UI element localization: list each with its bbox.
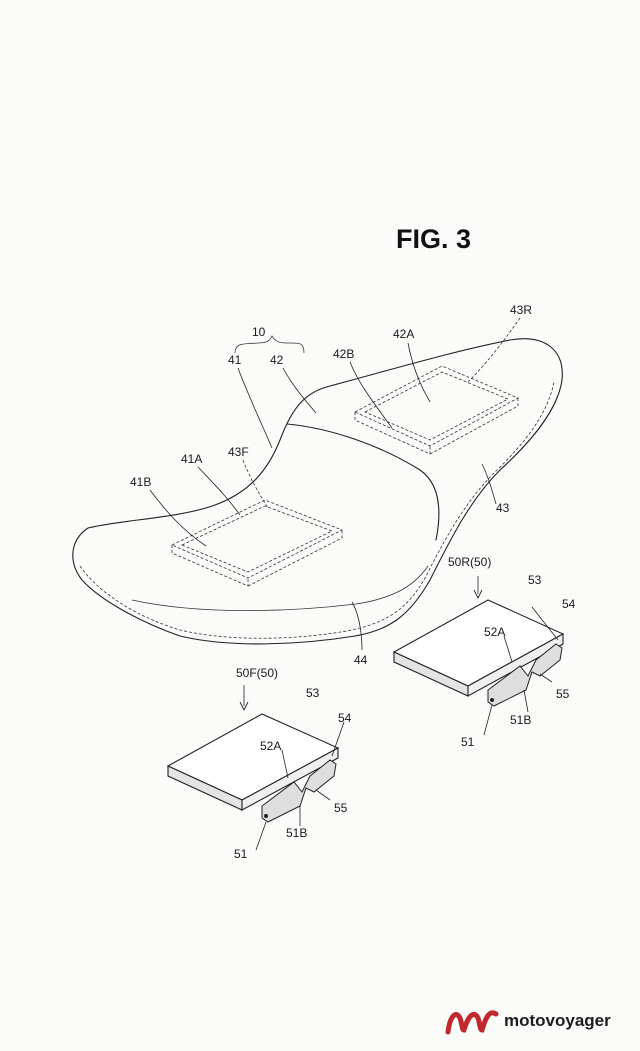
leader-43F [242, 459, 269, 509]
label-41A: 41A [181, 452, 202, 466]
label-42B: 42B [333, 347, 354, 361]
label-52AF: 52A [260, 739, 281, 753]
bracket-10 [234, 335, 305, 354]
motovoyager-logo-icon [445, 1010, 499, 1035]
seat-lower-dashed-edge [79, 381, 555, 639]
label-42A: 42A [393, 327, 414, 341]
label-53R: 53 [528, 573, 542, 587]
leader-51R [483, 704, 493, 736]
label-55R: 55 [556, 687, 570, 701]
leader-54R [531, 606, 559, 641]
leader-41B [149, 489, 207, 547]
seat-drawing [72, 317, 563, 651]
seat-split-line [286, 423, 440, 541]
leader-44 [351, 601, 363, 651]
label-43R: 43R [510, 303, 532, 317]
leader-54F [331, 721, 345, 757]
leader-42 [282, 367, 317, 414]
front-bracket [261, 759, 337, 823]
label-51R: 51 [461, 735, 475, 749]
watermark: motovoyager [444, 1006, 611, 1036]
rear-box-side [467, 633, 564, 697]
leader-51F [255, 821, 267, 851]
label-41B: 41B [130, 475, 151, 489]
label-42: 42 [270, 353, 284, 367]
leader-43R [467, 317, 521, 383]
rear-pad [354, 365, 519, 455]
label-51BR: 51B [510, 713, 531, 727]
leader-55R [539, 673, 553, 683]
front-pivot [264, 814, 268, 818]
figure-title: FIG. 3 [396, 224, 471, 254]
arrow-50F-head [239, 701, 249, 712]
label-53F: 53 [306, 686, 320, 700]
leader-52AR [503, 635, 513, 663]
leader-41 [237, 367, 273, 449]
label-44: 44 [354, 653, 368, 667]
label-51F: 51 [234, 847, 248, 861]
arrow-50R-head [473, 589, 483, 600]
label-55F: 55 [334, 801, 348, 815]
label-54F: 54 [338, 711, 352, 725]
leader-43 [481, 463, 497, 505]
label-10: 10 [252, 325, 266, 339]
heater-unit-rear [392, 576, 565, 736]
front-box-side [241, 747, 339, 811]
label-54R: 54 [562, 597, 576, 611]
label-50F: 50F(50) [236, 666, 278, 680]
label-50R: 50R(50) [448, 555, 491, 569]
label-51BF: 51B [286, 826, 307, 840]
label-41: 41 [228, 353, 242, 367]
leader-51BR [523, 689, 529, 713]
seat-outline [72, 338, 563, 645]
rear-bracket [487, 643, 563, 707]
leader-42B [349, 361, 393, 429]
heater-unit-front [166, 685, 345, 851]
leader-42A [407, 342, 431, 403]
leader-52AF [281, 749, 289, 779]
front-pad [171, 499, 343, 587]
leader-41A [197, 466, 241, 516]
label-43F: 43F [228, 445, 249, 459]
leader-55F [315, 789, 331, 801]
watermark-text: motovoyager [504, 1011, 611, 1030]
label-52AR: 52A [484, 625, 505, 639]
seat-side-curve [131, 565, 429, 612]
rear-pivot [490, 698, 494, 702]
label-43: 43 [496, 501, 510, 515]
